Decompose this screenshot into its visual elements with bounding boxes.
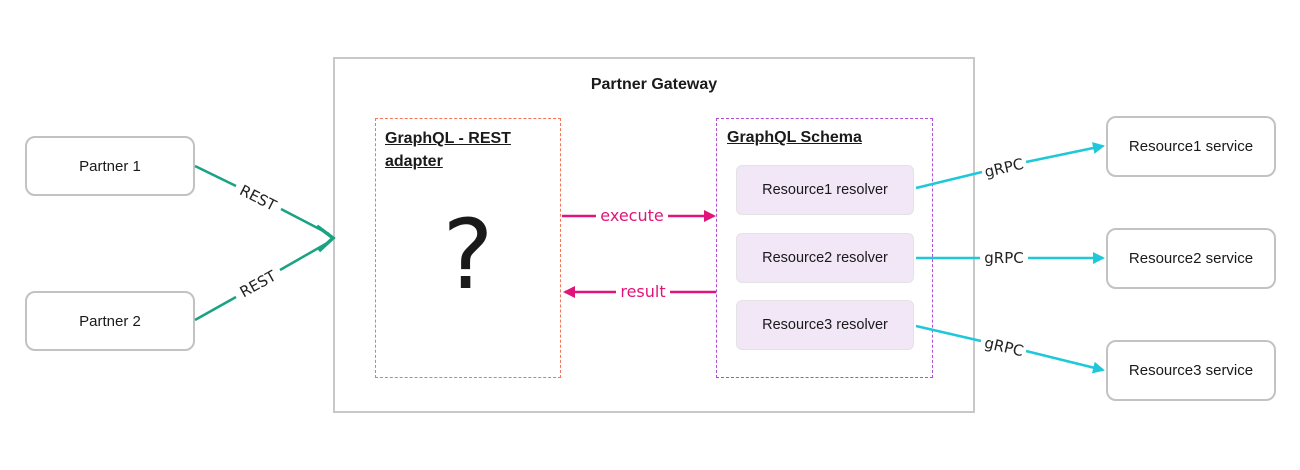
graphql-rest-adapter-box [375,118,561,378]
resource3-service-box: Resource3 service [1106,340,1276,401]
grpc-edge-1b [1025,142,1105,164]
resolver-3: Resource3 resolver [736,300,914,350]
resolver-1: Resource1 resolver [736,165,914,215]
rest-edge-2b [279,240,330,272]
grpc-label-2: gRPC [984,249,1023,267]
graphql-schema-box [716,118,933,378]
grpc-label-3: gRPC [983,334,1026,360]
grpc-edge-3a [915,324,982,343]
resource1-service-box: Resource1 service [1106,116,1276,177]
partner-gateway-title: Partner Gateway [590,76,718,93]
execute-label: execute [600,206,663,225]
rest-label-1: REST [237,181,280,215]
rest-arrowhead [315,224,336,253]
rest-edge-2 [194,295,237,322]
result-label: result [620,282,665,301]
adapter-title: GraphQL - REST adapter [385,127,511,173]
schema-title: GraphQL Schema [727,129,862,146]
grpc-label-1: gRPC [983,155,1026,181]
rest-label-2: REST [237,266,280,301]
grpc-edge-3b [1025,349,1105,374]
resource2-service-box: Resource2 service [1106,228,1276,289]
grpc-edge-1a [915,170,983,190]
partner-2-box: Partner 2 [25,291,195,351]
resolver-2: Resource2 resolver [736,233,914,283]
question-mark: ? [442,199,494,311]
adapter-title-line2: adapter [385,153,443,170]
adapter-title-line1: GraphQL - REST [385,130,511,147]
rest-edge-1 [194,164,237,188]
partner-1-box: Partner 1 [25,136,195,196]
